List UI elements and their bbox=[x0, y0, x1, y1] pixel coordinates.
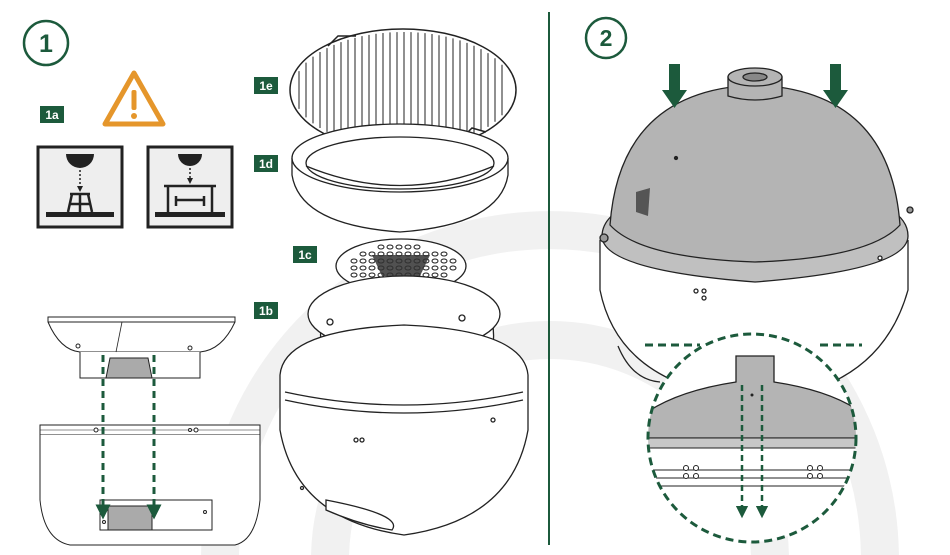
grate-hole bbox=[431, 258, 439, 264]
grate-hole bbox=[431, 251, 439, 257]
grate-hole bbox=[431, 265, 439, 271]
grate-hole bbox=[377, 244, 385, 250]
grate-hole bbox=[368, 258, 376, 264]
grate-hole bbox=[350, 258, 358, 264]
label-1b: 1b bbox=[254, 302, 278, 319]
table-placement-panel bbox=[146, 145, 234, 229]
dome-lid bbox=[599, 67, 914, 401]
step-1-number: 1 bbox=[39, 30, 53, 58]
grate-hole bbox=[440, 258, 448, 264]
stand-placement-panel bbox=[36, 145, 124, 229]
cooking-grid bbox=[289, 28, 517, 152]
grate-hole bbox=[359, 258, 367, 264]
label-1e: 1e bbox=[254, 77, 278, 94]
grate-hole bbox=[431, 272, 439, 278]
step-2-badge: 2 bbox=[584, 16, 628, 60]
label-1b-text: 1b bbox=[259, 304, 273, 318]
grate-hole bbox=[350, 272, 358, 278]
zoom-detail bbox=[646, 332, 858, 544]
grate-hole bbox=[440, 265, 448, 271]
grate-hole bbox=[440, 272, 448, 278]
grate-hole bbox=[368, 272, 376, 278]
grate-hole bbox=[386, 244, 394, 250]
zoom-arrows bbox=[735, 385, 769, 519]
grate-hole bbox=[368, 265, 376, 271]
grate-hole bbox=[359, 265, 367, 271]
label-1c-text: 1c bbox=[298, 248, 312, 262]
bowl-insert-illustration bbox=[39, 316, 261, 546]
grate-hole bbox=[449, 258, 457, 264]
label-1c: 1c bbox=[293, 246, 317, 263]
grate-hole bbox=[395, 244, 403, 250]
grate-hole bbox=[359, 251, 367, 257]
step-1-badge: 1 bbox=[22, 19, 70, 67]
label-1d-text: 1d bbox=[259, 157, 273, 171]
fire-ring bbox=[291, 123, 509, 233]
step-2-number: 2 bbox=[600, 25, 613, 51]
grate-hole bbox=[359, 272, 367, 278]
grid-bars bbox=[298, 32, 503, 148]
grill-base bbox=[279, 324, 529, 536]
warning-triangle-icon bbox=[102, 70, 166, 127]
label-1d: 1d bbox=[254, 155, 278, 172]
down-arrow-icon bbox=[662, 64, 848, 108]
label-1a-text: 1a bbox=[45, 108, 59, 122]
grate-hole bbox=[404, 244, 412, 250]
grate-hole bbox=[413, 244, 421, 250]
grate-hole bbox=[440, 251, 448, 257]
insert-direction-arrows bbox=[95, 355, 162, 520]
label-1e-text: 1e bbox=[259, 79, 273, 93]
grate-hole bbox=[350, 265, 358, 271]
grate-hole bbox=[449, 265, 457, 271]
label-1a: 1a bbox=[40, 106, 64, 123]
